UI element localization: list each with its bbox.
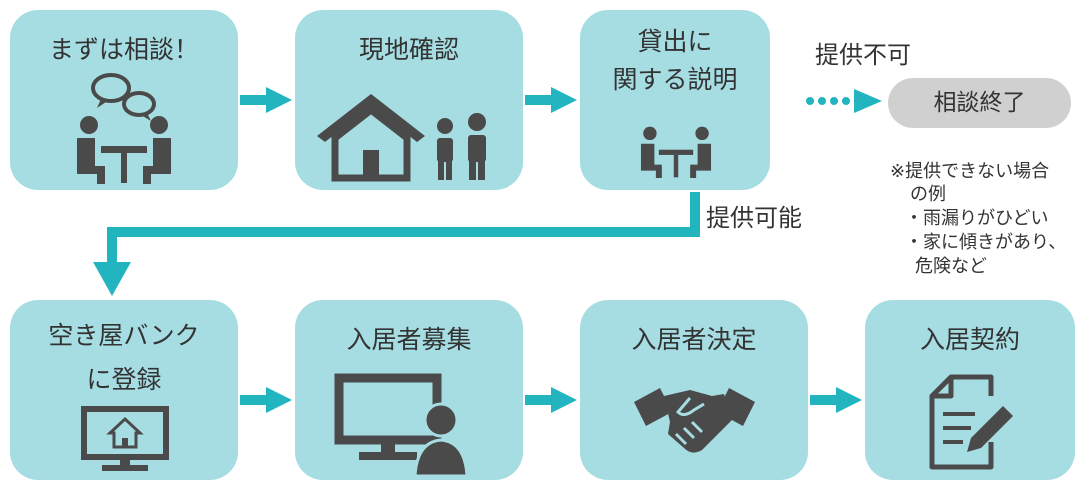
- label-not-available: 提供不可: [815, 41, 911, 69]
- handshake-icon: [634, 388, 755, 453]
- consultation-bubbles-icon: [77, 73, 171, 184]
- monitor-person-icon: [334, 373, 469, 477]
- step-akiya-bank-box: 空き屋バンク に登録: [10, 300, 238, 480]
- step-decision-box: 入居者決定: [580, 300, 808, 480]
- step-decision-title: 入居者決定: [631, 325, 757, 354]
- step-consultation-title: まずは相談！: [48, 35, 199, 64]
- monitor-house-icon: [81, 406, 169, 471]
- step-akiya-bank-title-line1: 空き屋バンク: [48, 321, 200, 350]
- step-explanation-title-line2: 関する説明: [612, 65, 738, 94]
- step-explanation-title-line1: 貸出に: [637, 27, 713, 56]
- note-example-danger: 危険など: [915, 256, 987, 277]
- arrow-recruitment-to-decision: [525, 387, 577, 413]
- note-heading-line1: ※提供できない場合: [890, 161, 1050, 182]
- step-explanation-box: 貸出に 関する説明: [580, 10, 770, 190]
- step-site-check-box: 現地確認: [295, 10, 523, 190]
- step-consultation-box: まずは相談！: [10, 10, 238, 190]
- arrow-consult-to-site: [240, 87, 292, 113]
- step-site-check-title: 現地確認: [358, 35, 459, 64]
- step-recruitment-title: 入居者募集: [346, 325, 472, 354]
- step-recruitment-box: 入居者募集: [295, 300, 523, 480]
- arrow-explanation-to-bank: [93, 192, 700, 296]
- note-example-tilt: ・家に傾きがあり、: [905, 232, 1067, 253]
- step-contract-box: 入居契約: [865, 300, 1075, 480]
- contract-pen-icon: [929, 374, 1013, 470]
- label-available: 提供可能: [706, 204, 802, 232]
- arrow-decision-to-contract: [810, 387, 862, 413]
- dotted-arrow-to-end: [806, 89, 882, 113]
- step-contract-title: 入居契約: [919, 325, 1020, 354]
- meeting-table-icon: [640, 126, 712, 179]
- step-akiya-bank-title-line2: に登録: [86, 365, 162, 394]
- arrow-site-to-explanation: [525, 87, 577, 113]
- end-state-pill: 相談終了: [888, 78, 1071, 128]
- arrow-bank-to-recruitment: [240, 387, 292, 413]
- house-with-people-icon: [317, 94, 486, 182]
- note-example-leak: ・雨漏りがひどい: [905, 208, 1049, 229]
- note-heading-line2: の例: [910, 184, 946, 205]
